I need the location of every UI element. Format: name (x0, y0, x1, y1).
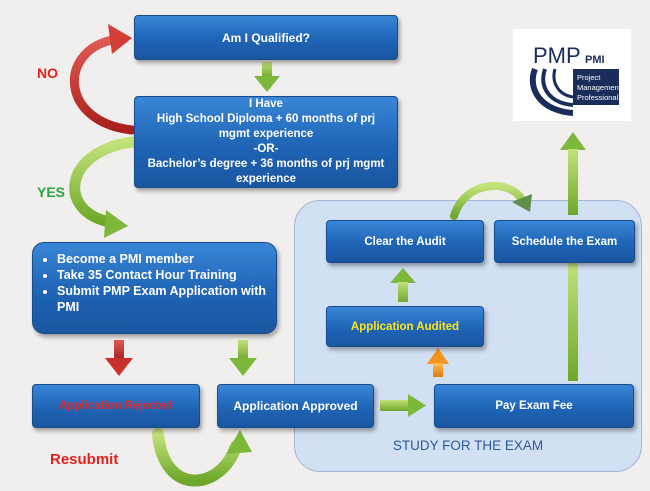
pay-exam-fee-box: Pay Exam Fee (434, 384, 634, 428)
down-arrow-question (254, 62, 280, 92)
yes-label: YES (37, 184, 66, 200)
right-arrow-approved-to-pay (380, 394, 426, 417)
no-label: NO (37, 65, 58, 81)
up-arrow-pay-to-schedule (560, 244, 586, 381)
clear-audit-text: Clear the Audit (364, 235, 446, 248)
logo-caption-line-1: Project (577, 73, 601, 82)
application-approved-text: Application Approved (233, 399, 358, 413)
requirements-line-1: I Have (249, 98, 283, 110)
no-loop-arrow (69, 24, 137, 135)
requirements-line-2: High School Diploma + 60 months of prj (156, 113, 376, 125)
logo-caption-box (573, 69, 619, 105)
application-rejected-box: Application Rejected (32, 384, 200, 428)
curve-arrow-clear-to-schedule (450, 181, 532, 220)
steps-list: Become a PMI member Take 35 Contact Hour… (33, 251, 276, 315)
requirements-box: I Have High School Diploma + 60 months o… (134, 96, 398, 188)
up-arrow-to-logo (560, 132, 586, 215)
clear-audit-box: Clear the Audit (326, 220, 484, 263)
requirements-line-5: Bachelor’s degree + 36 months of prj mgm… (147, 158, 385, 170)
resubmit-label: Resubmit (50, 451, 119, 468)
yes-curve-arrow (69, 136, 138, 238)
steps-box: Become a PMI member Take 35 Contact Hour… (32, 242, 277, 334)
requirements-line-6: experience (235, 173, 297, 185)
requirements-line-3: mgmt experience (218, 128, 314, 140)
logo-small-text: PMI (585, 54, 605, 66)
step-item: Submit PMP Exam Application with PMI (57, 283, 276, 315)
application-audited-box: Application Audited (326, 306, 484, 347)
pmp-logo: PMP PMI Project Management Professional (529, 43, 622, 116)
application-approved-box: Application Approved (217, 384, 374, 428)
logo-main-text: PMP (533, 43, 581, 68)
question-box: Am I Qualified? (134, 15, 398, 60)
application-rejected-text: Application Rejected (59, 400, 173, 412)
application-audited-text: Application Audited (350, 320, 460, 333)
pay-exam-fee-text: Pay Exam Fee (495, 400, 573, 412)
pmp-logo-card: PMP PMI Project Management Professional (513, 29, 631, 121)
resubmit-curve-arrow (152, 428, 252, 487)
study-label: STUDY FOR THE EXAM (392, 438, 544, 453)
step-item: Become a PMI member (57, 251, 276, 267)
up-arrow-orange (427, 348, 449, 377)
schedule-exam-text: Schedule the Exam (511, 235, 618, 248)
step-item: Take 35 Contact Hour Training (57, 267, 276, 283)
down-arrow-approved (229, 340, 257, 376)
requirements-line-4: -OR- (253, 143, 279, 155)
up-arrow-audited-to-clear (390, 268, 416, 302)
question-text: Am I Qualified? (221, 30, 310, 45)
logo-caption-line-2: Management (577, 83, 622, 92)
schedule-exam-box: Schedule the Exam (494, 220, 635, 263)
down-arrow-rejected (105, 340, 133, 376)
logo-caption-line-3: Professional (577, 93, 619, 102)
